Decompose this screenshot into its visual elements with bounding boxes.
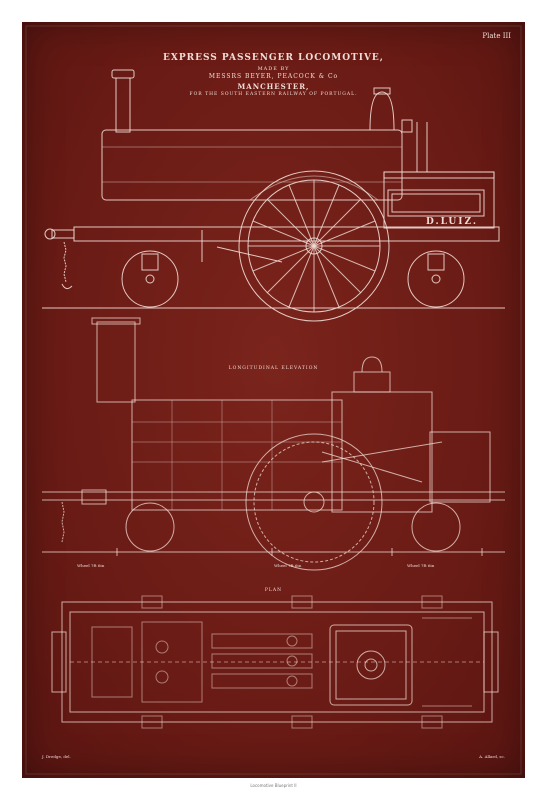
railway-name: FOR THE SOUTH EASTERN RAILWAY OF PORTUGA… [189, 92, 358, 97]
wheelbase-label-2: Wheel 7ft 6in [274, 563, 302, 568]
blueprint-plate: Plate III EXPRESS PASSENGER LOCOMOTIVE, … [22, 22, 525, 778]
locomotive-drawing [22, 22, 525, 778]
made-by-label: MADE BY [257, 66, 290, 72]
longitudinal-elevation-label: LONGITUDINAL ELEVATION [228, 366, 319, 371]
plan-view [52, 596, 498, 728]
signature-right: A. Allard, sc. [479, 754, 505, 759]
makers-city: MANCHESTER, [237, 82, 310, 91]
makers-name: MESSRS BEYER, PEACOCK & Co [208, 73, 339, 80]
signature-left: J. Dredge, del. [42, 754, 71, 759]
drawing-title: EXPRESS PASSENGER LOCOMOTIVE, [163, 53, 384, 63]
side-elevation [42, 70, 505, 321]
plate-number: Plate III [482, 32, 511, 40]
wheelbase-label-3: Wheel 7ft 6in [407, 563, 435, 568]
wheelbase-label-1: Wheel 7ft 6in [77, 563, 105, 568]
plan-label: PLAN [264, 588, 283, 593]
engine-name: D.LUIZ. [425, 217, 479, 227]
engine-nameplate: D.LUIZ. [408, 212, 496, 232]
longitudinal-elevation [42, 318, 505, 570]
image-caption: Locomotive Blueprint II [250, 783, 297, 788]
